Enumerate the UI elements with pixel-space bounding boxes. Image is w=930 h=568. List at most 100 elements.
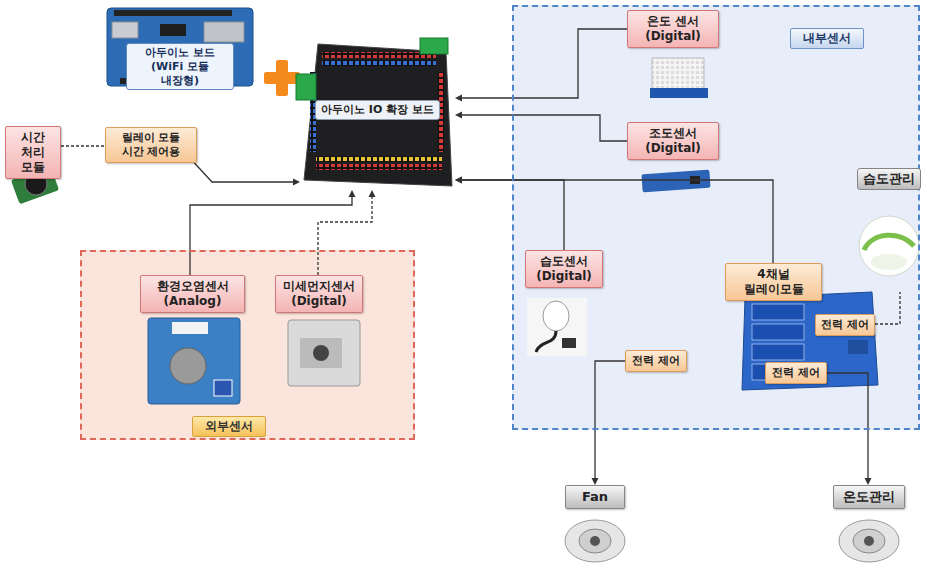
fan-frame bbox=[839, 520, 899, 562]
pcb bbox=[742, 292, 878, 390]
connector bbox=[875, 292, 900, 324]
io-board: 아두이노 IO 확장 보드 bbox=[300, 40, 455, 190]
gas-sensor-picture bbox=[148, 318, 240, 404]
dust-sensor-picture bbox=[288, 320, 360, 386]
power-box: 전력 제어 bbox=[765, 362, 827, 384]
connector bbox=[194, 163, 293, 183]
connector bbox=[462, 115, 627, 141]
io-board-picture bbox=[296, 38, 452, 186]
sensor-box: 온도 센서 (Digital) bbox=[627, 10, 719, 48]
chip bbox=[160, 24, 186, 36]
green-band bbox=[864, 235, 914, 250]
lens bbox=[313, 345, 329, 361]
pcb bbox=[650, 88, 708, 98]
pcb bbox=[304, 44, 452, 186]
light-sensor-picture bbox=[641, 170, 710, 193]
potentiometer bbox=[214, 380, 232, 396]
sensor-box: 환경오염센서 (Analog) bbox=[140, 275, 245, 313]
node-label: 내부센서 bbox=[790, 28, 864, 49]
pcb bbox=[641, 170, 710, 193]
plug bbox=[562, 338, 576, 348]
region-fill bbox=[80, 250, 415, 440]
fan-hub bbox=[864, 536, 874, 546]
terminal-block bbox=[296, 74, 316, 100]
probe bbox=[543, 301, 569, 331]
fan-blades bbox=[853, 529, 885, 553]
node-label: Fan bbox=[570, 489, 620, 505]
device-box: 온도관리 bbox=[833, 485, 905, 509]
plus-sign bbox=[264, 60, 300, 96]
node-label: 아두이노 보드 (WiFi 모듈 내장형) bbox=[126, 43, 234, 90]
housing bbox=[288, 320, 360, 386]
sensor-box: 습도센서 (Digital) bbox=[525, 250, 603, 288]
fan-picture bbox=[839, 520, 899, 562]
connector bbox=[190, 197, 352, 275]
humidifier-picture bbox=[859, 216, 919, 276]
photo-ground bbox=[527, 298, 587, 356]
node-label: 외부센서 bbox=[192, 416, 266, 437]
relay bbox=[752, 324, 804, 340]
power-box: 전력 제어 bbox=[625, 350, 687, 372]
arrow-head bbox=[865, 478, 872, 485]
node-label: 릴레이 모듈 시간 제어용 bbox=[110, 131, 192, 159]
device-box: Fan bbox=[565, 485, 625, 509]
cable bbox=[536, 331, 556, 352]
connector bbox=[462, 29, 627, 98]
region-fill bbox=[512, 5, 920, 430]
fan-blades bbox=[579, 529, 611, 553]
node-label: 조도센서 (Digital) bbox=[632, 126, 714, 156]
node-label: 습도관리 bbox=[857, 168, 921, 190]
arrow-head bbox=[455, 112, 462, 119]
sensor-box: 조도센서 (Digital) bbox=[627, 122, 719, 160]
node-label: 전력 제어 bbox=[820, 318, 870, 332]
arrow-head bbox=[455, 95, 462, 102]
node-label: 온도관리 bbox=[838, 489, 900, 505]
node-label: 미세먼지센서 (Digital) bbox=[280, 279, 358, 309]
device-box: 습도관리 bbox=[853, 168, 925, 292]
humidity-sensor-picture bbox=[527, 298, 587, 356]
gas-element bbox=[170, 348, 206, 384]
terminal-block bbox=[420, 38, 448, 54]
arrow-head bbox=[592, 478, 599, 485]
node-label: 습도센서 (Digital) bbox=[530, 254, 598, 284]
pin-row bbox=[322, 60, 436, 66]
relay-box: 4채널 릴레이모듈 bbox=[725, 263, 822, 301]
sensor-box: 미세먼지센서 (Digital) bbox=[275, 275, 363, 313]
arrow-head bbox=[293, 179, 300, 186]
wifi-module bbox=[204, 22, 244, 42]
connector bbox=[61, 145, 105, 146]
arrow-head bbox=[455, 177, 462, 184]
power-box: 전력 제어 bbox=[815, 314, 875, 336]
terminal bbox=[848, 340, 868, 354]
fan-frame bbox=[565, 520, 625, 562]
node-label: 환경오염센서 (Analog) bbox=[145, 279, 240, 309]
node-label: 온도 센서 (Digital) bbox=[632, 14, 714, 44]
node-label: 아두이노 IO 확장 보드 bbox=[315, 100, 440, 120]
connector bbox=[318, 197, 372, 275]
pin-row bbox=[316, 156, 442, 162]
header bbox=[114, 10, 232, 16]
pcb bbox=[148, 318, 240, 404]
node-label: 4채널 릴레이모듈 bbox=[730, 267, 817, 297]
relay-module-picture bbox=[742, 292, 878, 390]
connector bbox=[462, 180, 773, 263]
arrow-head bbox=[455, 177, 462, 184]
module-box: 시간 처리 모듈 bbox=[5, 126, 61, 179]
node-label: 시간 처리 모듈 bbox=[10, 130, 56, 175]
node-label: 전력 제어 bbox=[770, 366, 822, 380]
temperature-sensor-picture bbox=[650, 58, 708, 98]
relay bbox=[752, 304, 804, 320]
sensor-body bbox=[652, 58, 704, 90]
fan-picture bbox=[565, 520, 625, 562]
connector bbox=[827, 373, 868, 478]
arrow-head bbox=[349, 190, 356, 197]
mist bbox=[871, 254, 907, 270]
plus-bar bbox=[276, 60, 288, 96]
arrow-head bbox=[369, 190, 376, 197]
sensor-region: 외부센서 환경오염센서 (Analog) 미세먼지센서 (Digital) bbox=[80, 250, 415, 440]
fan-hub bbox=[590, 536, 600, 546]
connector bbox=[172, 322, 208, 334]
relay-box: 릴레이 모듈 시간 제어용 bbox=[105, 127, 197, 163]
sensor-region: 내부센서 온도 센서 (Digital) 조도센서 (Digital) 습도센서 (D… bbox=[512, 5, 920, 430]
